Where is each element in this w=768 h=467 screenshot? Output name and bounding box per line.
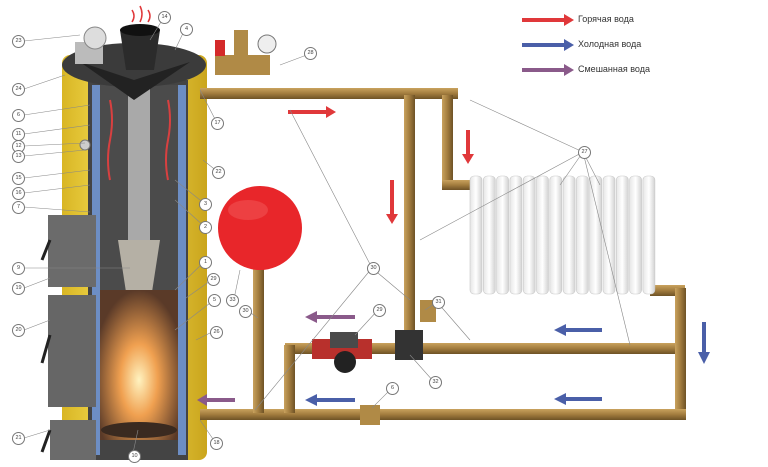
callout: 30 [367,262,380,275]
radiator-section [469,175,483,295]
callout: 6 [386,382,399,395]
expansion-tank [218,186,302,270]
radiator [469,175,656,295]
callout: 32 [429,376,442,389]
radiator-section [549,175,563,295]
radiator-section [536,175,549,295]
callout: 20 [12,324,25,337]
flow-arrows [197,106,710,406]
callout: 30 [239,305,252,318]
callout: 10 [128,450,141,463]
radiator-section [562,175,576,295]
callout: 24 [12,83,25,96]
callout: 21 [12,432,25,445]
callout: 15 [12,172,25,185]
callout: 4 [180,23,193,36]
callout: 2 [199,221,212,234]
callout: 28 [304,47,317,60]
callout: 6 [12,109,25,122]
boiler [62,5,207,460]
callout: 7 [12,201,25,214]
callout: 31 [432,296,445,309]
radiator-section [509,175,523,295]
radiator-section [496,175,509,295]
callout: 29 [373,304,386,317]
callout: 13 [12,150,25,163]
callout: 5 [208,294,221,307]
radiator-section [615,175,629,295]
callout: 22 [212,166,225,179]
radiator-section [642,175,656,295]
boiler-doors [40,215,96,460]
callout: 3 [199,198,212,211]
callout: 33 [226,294,239,307]
callout: 23 [12,35,25,48]
callout: 19 [12,282,25,295]
radiator-section [522,175,536,295]
radiator-section [576,175,589,295]
radiator-section [482,175,496,295]
radiator-section [629,175,642,295]
callout: 14 [158,11,171,24]
callout: 16 [12,187,25,200]
callout: 18 [210,437,223,450]
callout: 27 [578,146,591,159]
callout: 29 [207,273,220,286]
callout: 9 [12,262,25,275]
legend-arrows [522,14,574,76]
radiator-section [589,175,603,295]
callout: 26 [210,326,223,339]
callout: 17 [211,117,224,130]
callout: 1 [199,256,212,269]
circulation-pump [312,332,372,373]
leader-lines [23,16,631,454]
